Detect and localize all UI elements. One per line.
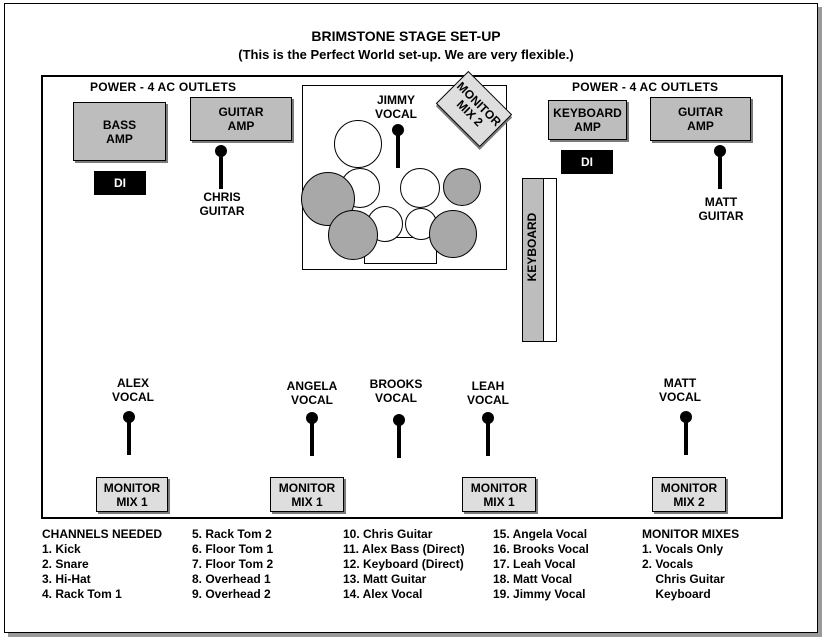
channel-item: 12. Keyboard (Direct) xyxy=(343,557,464,571)
channel-item: 11. Alex Bass (Direct) xyxy=(343,542,465,556)
guitar-amp-right: GUITAR AMP xyxy=(650,97,751,141)
mic-label-matt-guitar: MATT GUITAR xyxy=(698,195,744,223)
stage-area xyxy=(41,75,783,519)
mic-label-leah: LEAH VOCAL xyxy=(467,379,509,407)
channel-item: 5. Rack Tom 2 xyxy=(192,527,272,541)
mic-stand-matt-guitar xyxy=(714,145,726,190)
keyboard-label: KEYBOARD xyxy=(525,212,539,282)
channel-item: 19. Jimmy Vocal xyxy=(493,587,586,601)
monitor-mix-item: Keyboard xyxy=(642,587,711,601)
mic-stand-jimmy xyxy=(392,124,404,169)
drum-riser xyxy=(301,85,507,270)
ride-cymbal-drum xyxy=(443,168,481,206)
monitor-mixes-heading: MONITOR MIXES xyxy=(642,527,740,541)
channel-item: 16. Brooks Vocal xyxy=(493,542,589,556)
keyboard-keys xyxy=(523,179,544,341)
channels-column-4: 15. Angela Vocal 16. Brooks Vocal 17. Le… xyxy=(493,527,589,602)
monitor-wedge-2: MONITOR MIX 1 xyxy=(270,477,344,512)
channel-item: 3. Hi-Hat xyxy=(42,572,91,586)
monitor-mix-item: 1. Vocals Only xyxy=(642,542,724,556)
mic-stand-chris xyxy=(215,145,227,190)
page-title: BRIMSTONE STAGE SET-UP xyxy=(311,28,501,44)
floor-tom-2-drum xyxy=(429,210,477,258)
channel-item: 2. Snare xyxy=(42,557,89,571)
monitor-wedge-1: MONITOR MIX 1 xyxy=(96,477,168,512)
page-subtitle: (This is the Perfect World set-up. We ar… xyxy=(238,47,574,62)
channels-column-1: CHANNELS NEEDED 1. Kick 2. Snare 3. Hi-H… xyxy=(42,527,162,602)
channel-item: 17. Leah Vocal xyxy=(493,557,576,571)
rack-tom-drum xyxy=(400,168,440,208)
mic-stand-brooks xyxy=(393,414,405,459)
mic-label-chris: CHRIS GUITAR xyxy=(199,190,245,218)
mic-label-jimmy: JIMMY VOCAL xyxy=(375,93,417,121)
monitor-mixes-column: MONITOR MIXES 1. Vocals Only 2. Vocals C… xyxy=(642,527,739,602)
power-outlets-left: POWER - 4 AC OUTLETS xyxy=(90,80,237,94)
channel-item: 1. Kick xyxy=(42,542,81,556)
floor-tom-1-drum xyxy=(328,210,378,260)
channel-item: 15. Angela Vocal xyxy=(493,527,588,541)
channel-item: 4. Rack Tom 1 xyxy=(42,587,122,601)
mic-label-brooks: BROOKS VOCAL xyxy=(369,377,423,405)
keyboard-instrument: KEYBOARD xyxy=(522,178,557,342)
mic-label-matt-vocal: MATT VOCAL xyxy=(659,376,701,404)
mic-stand-leah xyxy=(482,412,494,457)
monitor-mix-item: 2. Vocals xyxy=(642,557,694,571)
channel-item: 10. Chris Guitar xyxy=(343,527,433,541)
channels-heading: CHANNELS NEEDED xyxy=(42,527,163,541)
mic-stand-angela xyxy=(306,412,318,457)
mic-label-angela: ANGELA VOCAL xyxy=(286,379,338,407)
monitor-wedge-4: MONITOR MIX 2 xyxy=(652,477,726,512)
cymbal-drum xyxy=(334,120,382,168)
di-box-right: DI xyxy=(561,150,613,174)
channel-item: 6. Floor Tom 1 xyxy=(192,542,274,556)
monitor-mix-item: Chris Guitar xyxy=(642,572,725,586)
guitar-amp-left: GUITAR AMP xyxy=(190,97,292,141)
channels-column-3: 10. Chris Guitar 11. Alex Bass (Direct) … xyxy=(343,527,465,602)
monitor-wedge-3: MONITOR MIX 1 xyxy=(462,477,536,512)
channel-item: 7. Floor Tom 2 xyxy=(192,557,274,571)
keyboard-amp: KEYBOARD AMP xyxy=(548,100,627,140)
mic-stand-matt-vocal xyxy=(680,411,692,456)
mic-stand-alex xyxy=(123,411,135,456)
channels-column-2: 5. Rack Tom 2 6. Floor Tom 1 7. Floor To… xyxy=(192,527,273,602)
power-outlets-right: POWER - 4 AC OUTLETS xyxy=(572,80,719,94)
channel-item: 18. Matt Vocal xyxy=(493,572,573,586)
channel-item: 14. Alex Vocal xyxy=(343,587,423,601)
di-box-left: DI xyxy=(94,171,146,195)
mic-label-alex: ALEX VOCAL xyxy=(112,376,154,404)
channel-item: 8. Overhead 1 xyxy=(192,572,271,586)
bass-amp: BASS AMP xyxy=(73,102,166,161)
channel-item: 9. Overhead 2 xyxy=(192,587,271,601)
channel-item: 13. Matt Guitar xyxy=(343,572,427,586)
